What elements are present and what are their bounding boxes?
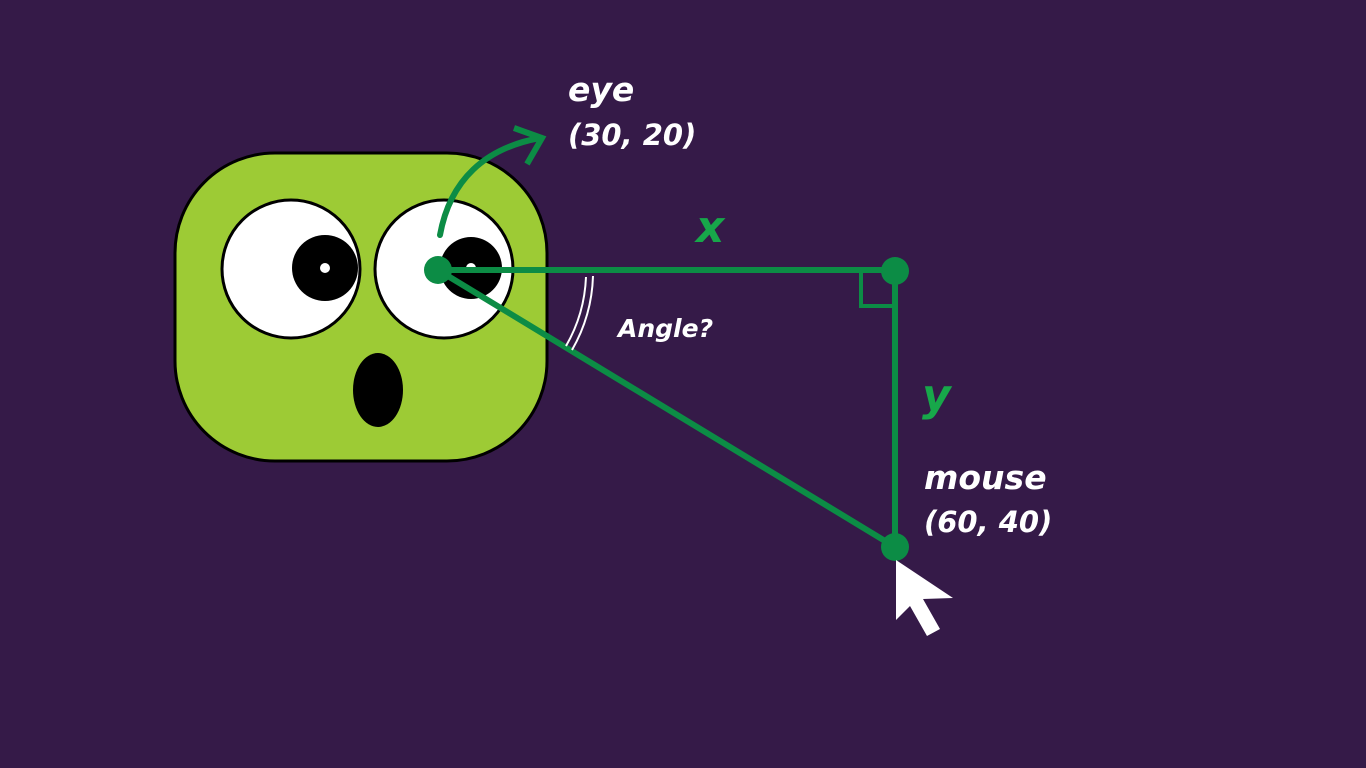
angle-label: Angle? <box>616 314 713 343</box>
corner-point <box>881 257 909 285</box>
angle-arc-inner <box>565 276 587 347</box>
x-axis-label: x <box>694 202 726 253</box>
left-eye-white <box>220 198 362 340</box>
curved-arrow-icon <box>437 135 543 238</box>
left-eye <box>220 198 362 340</box>
face <box>173 151 549 463</box>
hypotenuse-line <box>435 267 898 550</box>
mouse-label: mouse <box>924 458 1047 497</box>
eye-point <box>424 256 452 284</box>
y-axis-label: y <box>922 370 953 421</box>
mouse-point <box>881 533 909 561</box>
right-angle-marker-icon <box>859 270 895 308</box>
eye-label: eye <box>568 70 634 109</box>
mouse-coordinates-label: (60, 40) <box>924 505 1052 539</box>
mouse-cursor-icon <box>896 560 953 636</box>
eye-coordinates-label: (30, 20) <box>568 118 696 152</box>
left-pupil-highlight <box>320 263 330 273</box>
angle-arc-icon <box>565 275 594 351</box>
face-mouth <box>353 353 403 427</box>
curved-arrow-head <box>512 125 547 166</box>
angle-geometry <box>435 125 898 550</box>
angle-arc-outer <box>571 275 594 351</box>
